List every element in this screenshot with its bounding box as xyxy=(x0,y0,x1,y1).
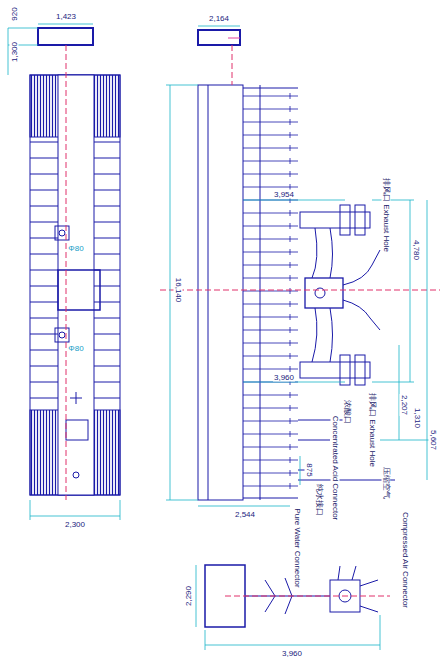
dimension-value: 2,300 xyxy=(64,520,86,529)
dimension-value: 4,780 xyxy=(412,239,421,261)
connector-label: Compressed Air Connector xyxy=(401,511,410,609)
connector-label: 排风口 Exhaust Hole xyxy=(382,177,391,253)
dimension-value: 16,140 xyxy=(174,277,183,303)
dimension-value: 2,544 xyxy=(234,510,256,519)
dimension-value: 2,290 xyxy=(184,585,193,607)
dimension-value: 5,607 xyxy=(429,429,438,451)
connector-label: Pure Water Connector xyxy=(293,507,302,588)
connector-label: 排风口 Exhaust Hole xyxy=(368,392,377,468)
connector-label: 纯水接口 xyxy=(315,483,324,517)
dimension-value: 875 xyxy=(305,462,314,477)
dimension-value: Φ80 xyxy=(67,244,84,253)
connector-label: Concentrated Acid Connector xyxy=(331,415,340,522)
connector-label: 压缩空气 xyxy=(382,466,391,500)
dimension-value: 1,423 xyxy=(55,12,77,21)
dimension-value: 1,310 xyxy=(413,407,422,429)
dimension-value: 2,164 xyxy=(208,14,230,23)
dimension-value: 920 xyxy=(10,6,19,21)
connector-label: 浓酸口 xyxy=(343,399,352,425)
dimension-value: 3,960 xyxy=(273,373,295,382)
dimension-value: 3,960 xyxy=(281,649,303,658)
dimension-value: 1,300 xyxy=(10,41,19,63)
dimension-value: 2,207 xyxy=(400,394,409,416)
dimension-value: Φ80 xyxy=(67,344,84,353)
dimension-value: 3,954 xyxy=(273,190,295,199)
